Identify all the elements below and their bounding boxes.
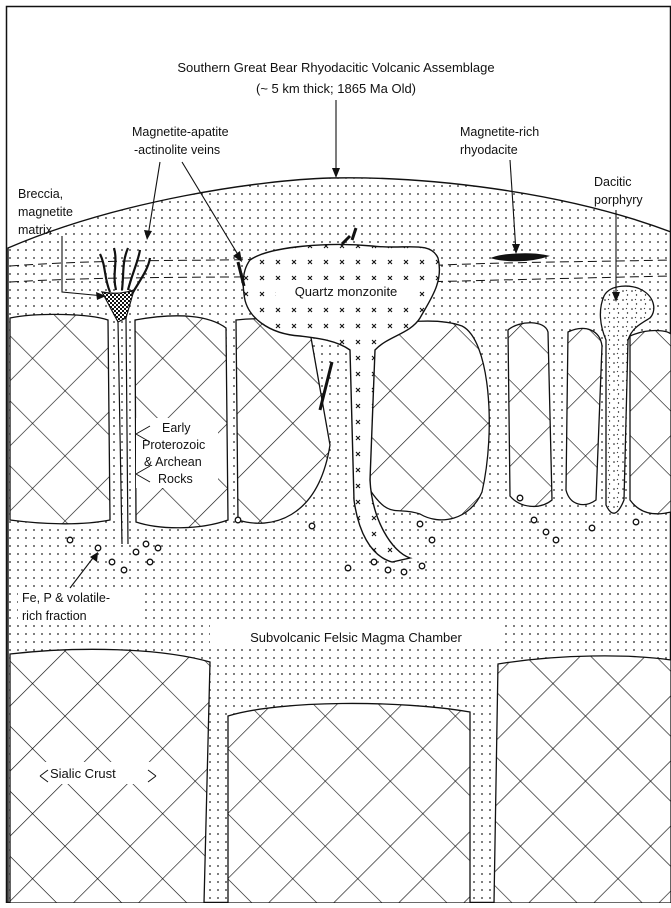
title-line-1: Southern Great Bear Rhyodacitic Volcanic… (177, 60, 494, 75)
porphyry-label-1: Dacitic (594, 175, 632, 189)
title-line-2: (~ 5 km thick; 1865 Ma Old) (256, 81, 416, 96)
breccia-label-2: magnetite (18, 205, 73, 219)
fraction-label-2: rich fraction (22, 609, 87, 623)
basement-label-2: Proterozoic (142, 438, 205, 452)
magma-chamber-label: Subvolcanic Felsic Magma Chamber (250, 630, 462, 645)
rhyodacite-label-2: rhyodacite (460, 143, 518, 157)
sialic-crust-label: Sialic Crust (50, 766, 116, 781)
porphyry-label-2: porphyry (594, 193, 643, 207)
breccia-label-3: matrix (18, 223, 53, 237)
basement-label-1: Early (162, 421, 191, 435)
fraction-label-1: Fe, P & volatile- (22, 591, 110, 605)
veins-label-2: -actinolite veins (134, 143, 220, 157)
basement-label-4: Rocks (158, 472, 193, 486)
basement-label-3: & Archean (144, 455, 202, 469)
rhyodacite-label-1: Magnetite-rich (460, 125, 539, 139)
veins-label-1: Magnetite-apatite (132, 125, 229, 139)
breccia-label-1: Breccia, (18, 187, 63, 201)
quartz-monzonite-label: Quartz monzonite (295, 284, 398, 299)
